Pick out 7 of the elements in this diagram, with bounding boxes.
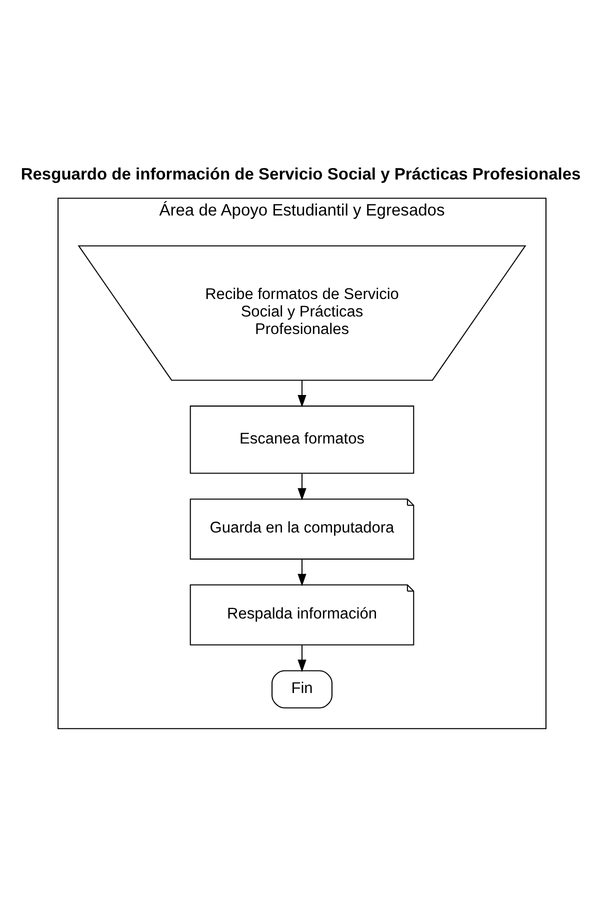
node-box: Fin: [272, 670, 332, 708]
arrow: [298, 644, 306, 672]
diagram-title: Resguardo de información de Servicio Social y Prácticas Profesionales: [20, 164, 581, 183]
arrow: [298, 473, 306, 500]
arrow: [298, 558, 306, 586]
node-box: Escanea formatos: [190, 405, 414, 474]
arrow: [298, 380, 306, 407]
